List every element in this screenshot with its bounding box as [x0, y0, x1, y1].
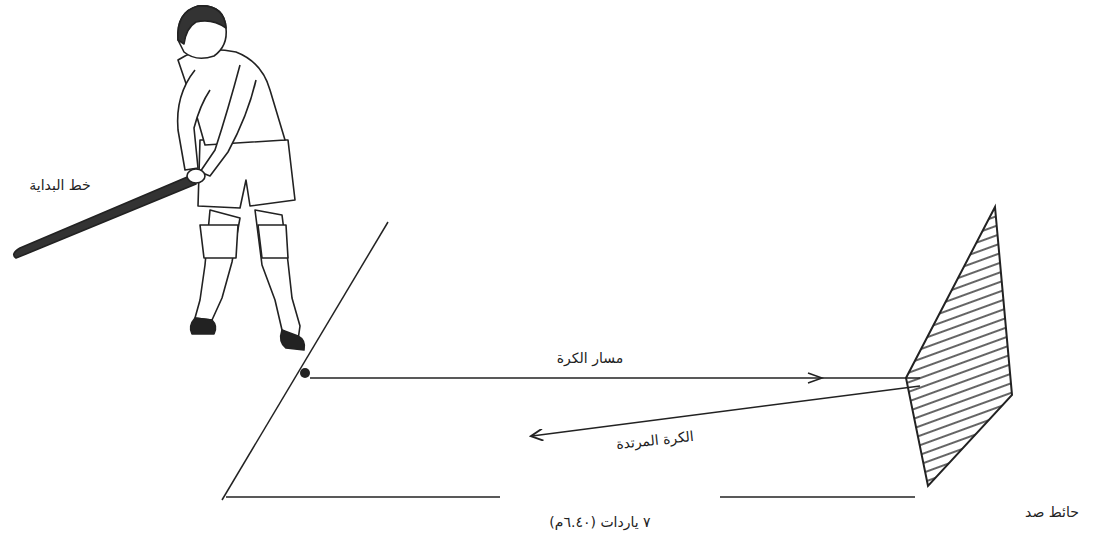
- rebound-path: [532, 386, 920, 436]
- rebound-wall: [906, 207, 1012, 486]
- ball-path: [310, 377, 920, 379]
- dimension-line: [226, 496, 500, 498]
- rebound-ball-label: الكرة المرتدة: [613, 427, 696, 452]
- arrow-head: [808, 373, 822, 383]
- dimension-line: [720, 496, 915, 498]
- ball: [300, 368, 310, 378]
- ball-path-label: مسار الكرة: [555, 350, 625, 367]
- start-line: [222, 222, 388, 500]
- hockey-player: [14, 6, 305, 350]
- dimension-label: ٧ ياردات (٦.٤٠م): [547, 514, 652, 531]
- ground-lines: [222, 222, 920, 500]
- start-line-label: خط البداية: [27, 177, 92, 194]
- wall-label: حائط صد: [1023, 504, 1081, 521]
